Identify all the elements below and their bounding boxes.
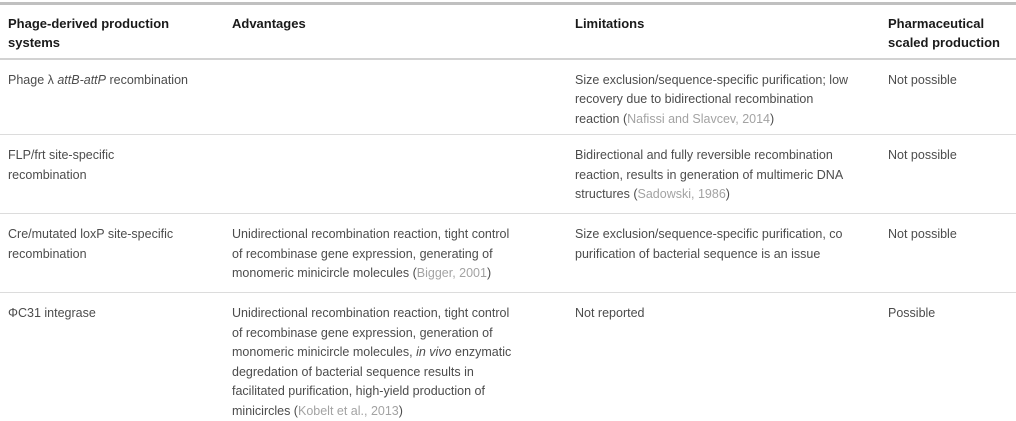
column-header-pharma: Pharmaceutical scaled production	[888, 4, 1016, 59]
cell-text: ΦC31 integrase	[8, 306, 96, 320]
table-row: FLP/frt site-specific recombination Bidir…	[0, 135, 1016, 214]
cell-text: )	[770, 112, 774, 126]
cell-text: )	[399, 404, 403, 418]
cell-limitations: Bidirectional and fully reversible recom…	[575, 135, 888, 214]
cell-pharma: Possible	[888, 293, 1016, 421]
column-header-advantages: Advantages	[232, 4, 575, 59]
cell-text: Possible	[888, 306, 935, 320]
cell-limitations: Size exclusion/sequence-specific purific…	[575, 214, 888, 293]
cell-advantages: Unidirectional recombination reaction, t…	[232, 214, 575, 293]
cell-pharma: Not possible	[888, 59, 1016, 135]
cell-text: Not possible	[888, 148, 957, 162]
cell-text: )	[726, 187, 730, 201]
cell-systems: Phage λ attB-attP recombination	[0, 59, 232, 135]
cell-systems: FLP/frt site-specific recombination	[0, 135, 232, 214]
cell-text: Not possible	[888, 227, 957, 241]
cell-text: Cre/mutated loxP site-specific recombina…	[8, 227, 173, 261]
cell-systems: Cre/mutated loxP site-specific recombina…	[0, 214, 232, 293]
cell-advantages	[232, 59, 575, 135]
citation-link[interactable]: Sadowski, 1986	[638, 187, 726, 201]
column-header-limitations: Limitations	[575, 4, 888, 59]
cell-text: )	[487, 266, 491, 280]
table-row: ΦC31 integrase Unidirectional recombinati…	[0, 293, 1016, 421]
column-header-systems: Phage-derived production systems	[0, 4, 232, 59]
cell-text: Phage λ	[8, 73, 57, 87]
cell-text: recombination	[106, 73, 188, 87]
cell-advantages	[232, 135, 575, 214]
table-row: Cre/mutated loxP site-specific recombina…	[0, 214, 1016, 293]
cell-text: FLP/frt site-specific recombination	[8, 148, 114, 182]
cell-limitations: Not reported	[575, 293, 888, 421]
cell-systems: ΦC31 integrase	[0, 293, 232, 421]
cell-text: attB-attP	[57, 73, 106, 87]
cell-pharma: Not possible	[888, 135, 1016, 214]
cell-text: Not reported	[575, 306, 644, 320]
cell-text: Not possible	[888, 73, 957, 87]
citation-link[interactable]: Nafissi and Slavcev, 2014	[627, 112, 770, 126]
citation-link[interactable]: Bigger, 2001	[417, 266, 487, 280]
table-row: Phage λ attB-attP recombination Size excl…	[0, 59, 1016, 135]
cell-limitations: Size exclusion/sequence-specific purific…	[575, 59, 888, 135]
citation-link[interactable]: Kobelt et al., 2013	[298, 404, 399, 418]
cell-pharma: Not possible	[888, 214, 1016, 293]
cell-text: Size exclusion/sequence-specific purific…	[575, 227, 843, 261]
cell-advantages: Unidirectional recombination reaction, t…	[232, 293, 575, 421]
cell-text: in vivo	[416, 345, 451, 359]
